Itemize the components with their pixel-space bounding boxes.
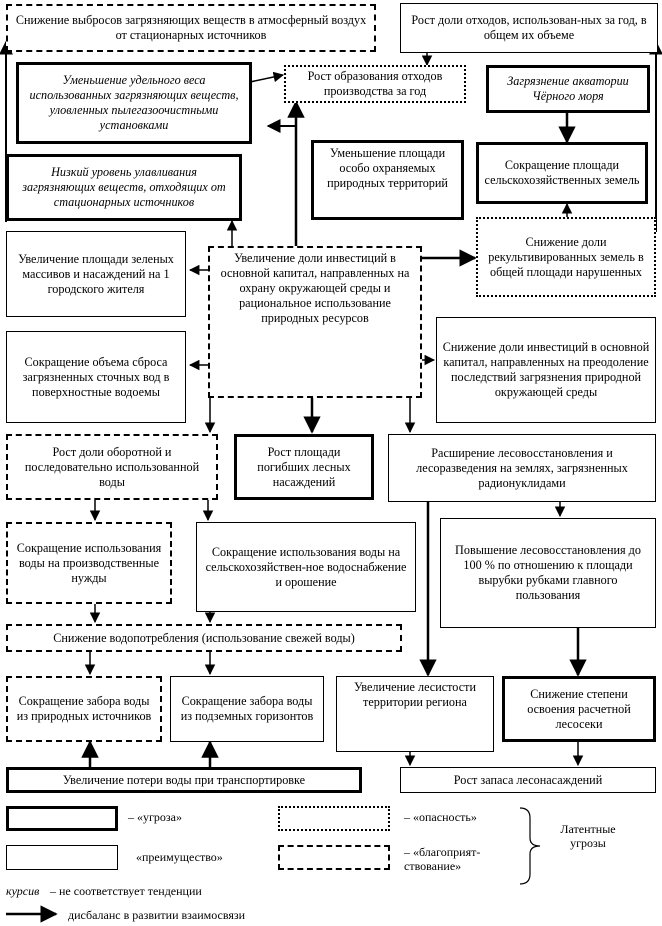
legend-danger-swatch: [278, 806, 390, 831]
node-recultivated-land: Снижение доли рекультивированных земель …: [476, 217, 656, 297]
legend-danger-label: – «опасность»: [404, 810, 477, 824]
node-air-emissions: Снижение выбросов загрязняющих веществ в…: [6, 4, 376, 52]
node-investment-decrease: Снижение доли инвестиций в основной капи…: [436, 317, 656, 423]
node-forest-cover: Увеличение лесистости территории региона: [336, 676, 494, 752]
node-agri-water-text: Сокращение использования воды на сельско…: [205, 544, 407, 589]
node-reforestation-text: Расширение лесовосстановления и лесоразв…: [416, 445, 628, 490]
legend-threat-label: – «угроза»: [128, 810, 182, 824]
legend-advantage-swatch: [6, 845, 118, 870]
node-waste-growth: Рост образования отходов производства за…: [284, 65, 466, 103]
node-waste-use-share-text: Рост доли отходов, использован-ных за го…: [411, 13, 647, 42]
node-recultivated-land-text: Снижение доли рекультивированных земель …: [488, 234, 644, 279]
node-recycled-water-text: Рост доли оборотной и последовательно ис…: [24, 444, 200, 489]
legend-advantage-label: «преимущество»: [136, 850, 223, 864]
node-underground-intake: Сокращение забора воды из подземных гори…: [170, 676, 324, 742]
legend-arrow-desc: дисбаланс в развитии взаимосвязи: [68, 908, 246, 922]
node-water-loss: Увеличение потери воды при транспортиров…: [6, 767, 362, 793]
node-reforestation-100-text: Повышение лесовосстановления до 100 % по…: [455, 543, 641, 602]
node-natural-intake-text: Сокращение забора воды из природных исто…: [16, 694, 152, 723]
arrow-n3-to-n4: [249, 71, 285, 83]
legend-brace: [519, 807, 541, 885]
node-trapped-pollutants: Уменьшение удельного веса использованных…: [16, 62, 252, 144]
node-investment-decrease-text: Снижение доли инвестиций в основной капи…: [442, 340, 650, 399]
node-forest-cover-text: Увеличение лесистости территории региона: [354, 680, 476, 709]
node-trapped-pollutants-text: Уменьшение удельного веса использованных…: [29, 73, 239, 132]
node-reforestation-100: Повышение лесовосстановления до 100 % по…: [440, 518, 656, 628]
node-farmland: Сокращение площади сельскохозяйственных …: [476, 142, 648, 204]
node-protected-areas: Уменьшение площади особо охраняемых прир…: [311, 140, 464, 220]
node-underground-intake-text: Сокращение забора воды из подземных гори…: [180, 694, 314, 723]
node-logging-rate-text: Снижение степени освоения расчетной лесо…: [527, 686, 631, 731]
legend-favorable-swatch: [278, 845, 390, 870]
node-investment-increase: Увеличение доли инвестиций в основной ка…: [208, 246, 422, 398]
legend-latent-label: Латентные угрозы: [560, 822, 616, 850]
legend-italic-desc: – не соответствует тенденции: [50, 884, 202, 898]
node-protected-areas-text: Уменьшение площади особо охраняемых прир…: [327, 146, 448, 190]
node-industrial-water-text: Сокращение использования воды на произво…: [16, 540, 162, 585]
node-wastewater-text: Сокращение объема сброса загрязненных ст…: [22, 354, 170, 399]
node-air-emissions-text: Снижение выбросов загрязняющих веществ в…: [15, 13, 367, 42]
node-green-areas-text: Увеличение площади зеленых массивов и на…: [18, 251, 174, 296]
node-dead-forest-text: Рост площади погибших лесных насаждений: [257, 444, 351, 489]
legend-threat-swatch: [6, 806, 118, 831]
node-waste-growth-text: Рост образования отходов производства за…: [307, 69, 443, 98]
node-natural-intake: Сокращение забора воды из природных исто…: [6, 676, 162, 742]
node-recycled-water: Рост доли оборотной и последовательно ис…: [6, 434, 218, 500]
node-agri-water: Сокращение использования воды на сельско…: [196, 522, 416, 612]
node-logging-rate: Снижение степени освоения расчетной лесо…: [502, 676, 656, 742]
legend-favorable-label: – «благоприят-ствование»: [404, 845, 481, 873]
node-low-capture: Низкий уровень улавливания загрязняющих …: [6, 154, 242, 221]
node-forest-stock: Рост запаса лесонасаждений: [400, 767, 656, 793]
node-black-sea: Загрязнение акватории Чёрного моря: [486, 65, 650, 113]
node-green-areas: Увеличение площади зеленых массивов и на…: [6, 231, 186, 317]
node-reforestation: Расширение лесовосстановления и лесоразв…: [388, 434, 656, 502]
node-water-consumption: Снижение водопотребления (использование …: [6, 624, 402, 652]
node-investment-increase-text: Увеличение доли инвестиций в основной ка…: [220, 251, 410, 325]
node-farmland-text: Сокращение площади сельскохозяйственных …: [484, 158, 640, 187]
node-water-loss-text: Увеличение потери воды при транспортиров…: [62, 772, 306, 787]
node-dead-forest: Рост площади погибших лесных насаждений: [234, 434, 374, 500]
node-water-consumption-text: Снижение водопотребления (использование …: [53, 630, 355, 645]
node-waste-use-share: Рост доли отходов, использован-ных за го…: [400, 3, 658, 53]
legend-italic-word: курсив: [6, 884, 40, 898]
node-forest-stock-text: Рост запаса лесонасаждений: [453, 772, 603, 787]
node-black-sea-text: Загрязнение акватории Чёрного моря: [507, 74, 629, 103]
node-low-capture-text: Низкий уровень улавливания загрязняющих …: [22, 165, 226, 209]
node-wastewater: Сокращение объема сброса загрязненных ст…: [6, 331, 186, 423]
node-industrial-water: Сокращение использования воды на произво…: [6, 522, 172, 604]
